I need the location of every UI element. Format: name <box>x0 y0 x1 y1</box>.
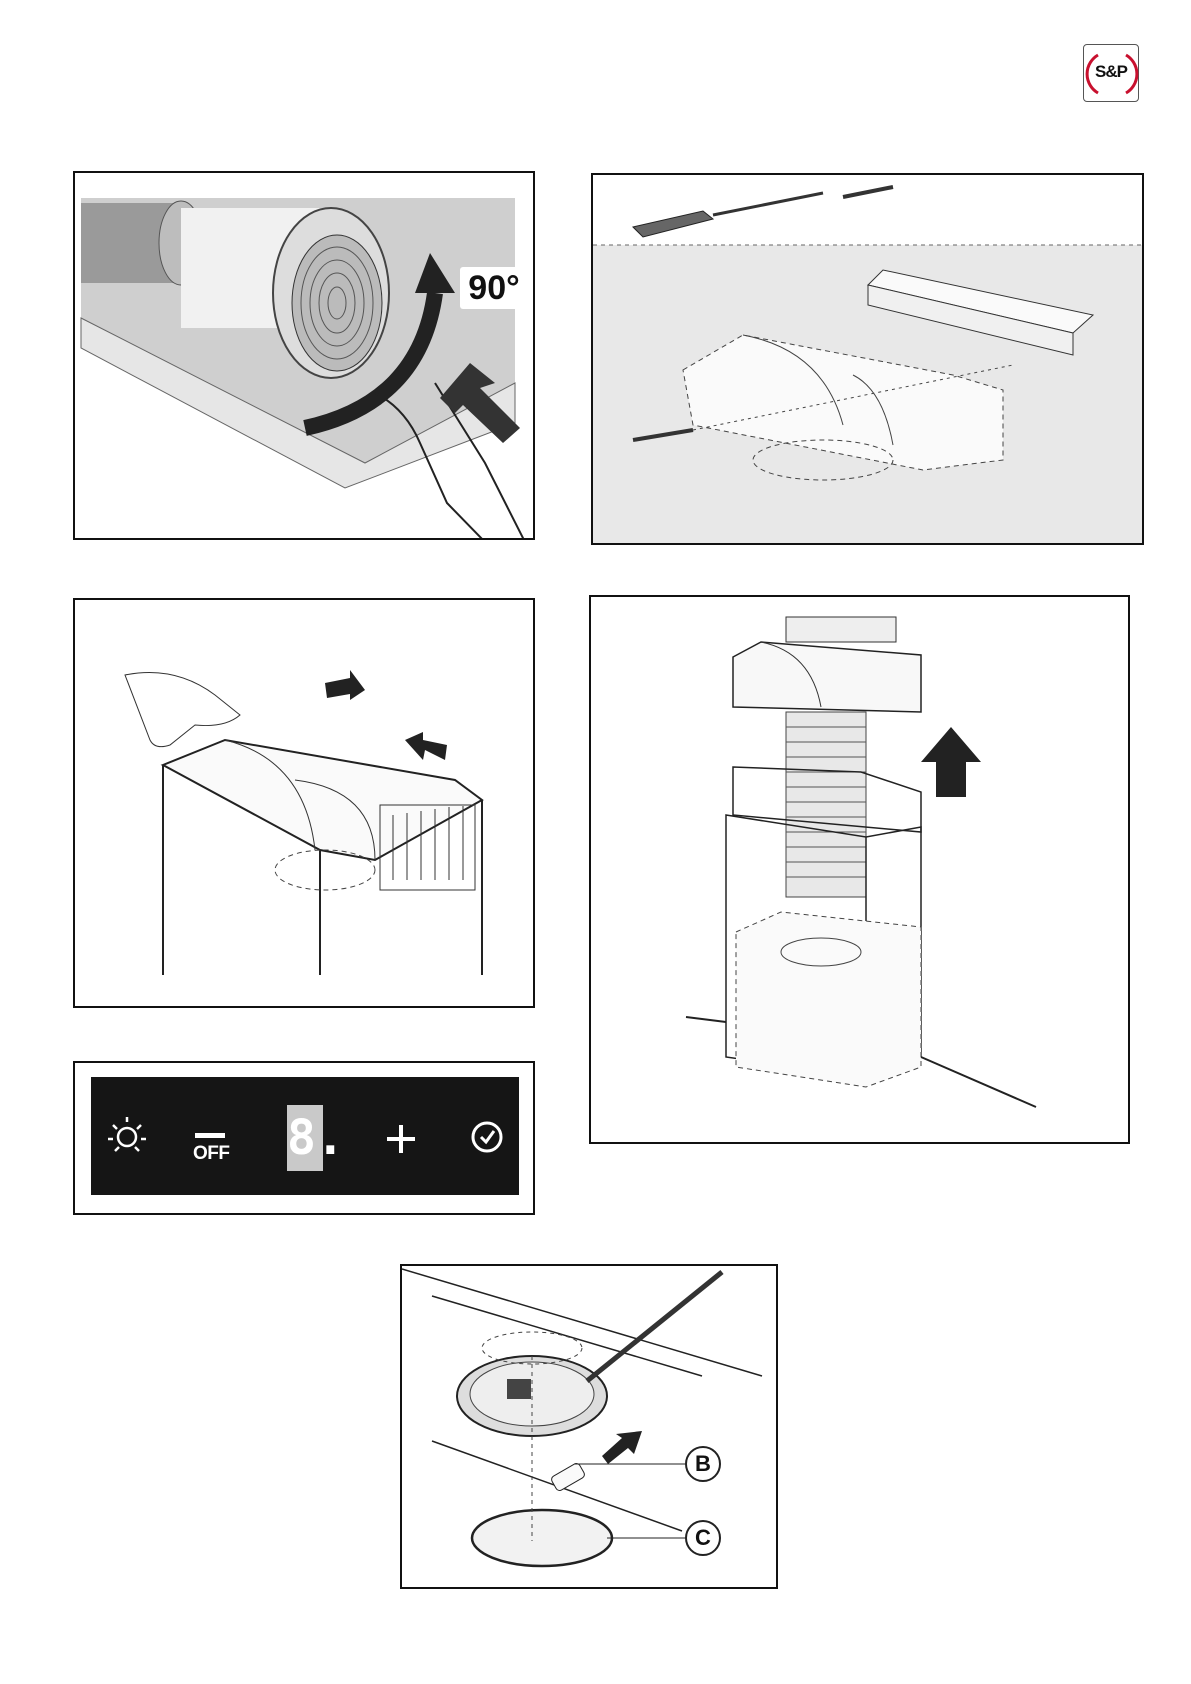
figure-control-panel: OFF 8. <box>73 1061 535 1215</box>
callout-c: C <box>685 1520 721 1556</box>
rotation-angle-label: 90° <box>460 267 528 309</box>
bracket-mounting-illustration <box>593 175 1144 545</box>
display-box: 8. <box>287 1105 323 1171</box>
clock-icon <box>473 1123 501 1151</box>
off-button-label: OFF <box>193 1143 230 1165</box>
rotate-filter-illustration <box>75 173 535 540</box>
chimney-slide-illustration <box>75 600 535 1008</box>
figure-rotate-filter: 90° <box>73 171 535 540</box>
chimney-install-illustration <box>591 597 1130 1144</box>
off-bar-icon <box>195 1133 225 1138</box>
callout-b: B <box>685 1446 721 1482</box>
brand-logo: S&P <box>1083 44 1139 102</box>
light-bulb-icon <box>108 1117 146 1151</box>
logo-text: S&P <box>1084 62 1138 82</box>
figure-lamp-replacement: B C <box>400 1264 778 1589</box>
figure-chimney-slide <box>73 598 535 1008</box>
figure-bracket-mounting <box>591 173 1144 545</box>
lamp-replacement-illustration <box>402 1266 778 1589</box>
display-digit: 8. <box>287 1111 323 1165</box>
figure-chimney-install <box>589 595 1130 1144</box>
plus-icon <box>387 1125 415 1153</box>
control-strip: OFF 8. <box>91 1077 519 1195</box>
